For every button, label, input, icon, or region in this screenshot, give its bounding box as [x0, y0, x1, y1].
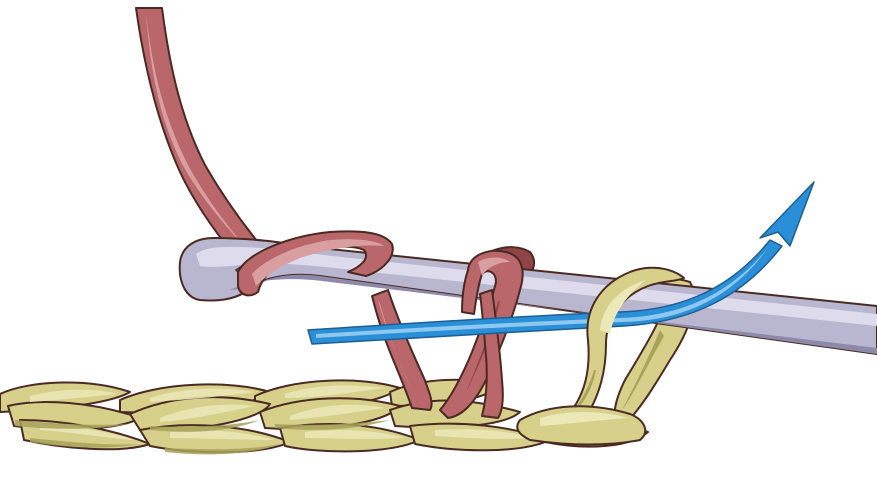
crochet-illustration [0, 0, 877, 481]
